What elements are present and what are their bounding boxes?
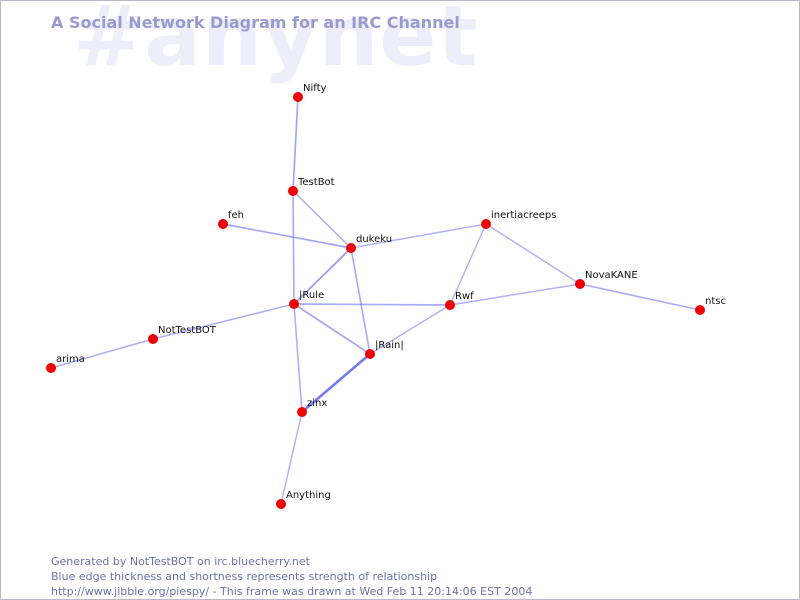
node-dot[interactable] xyxy=(276,499,286,509)
node-feh[interactable]: feh xyxy=(218,210,244,229)
edge-Rwf-Rain xyxy=(369,304,451,355)
edge-IRule-zinx xyxy=(293,303,303,413)
node-NotTestBOT[interactable]: NotTestBOT xyxy=(148,325,217,344)
diagram-title: A Social Network Diagram for an IRC Chan… xyxy=(51,13,460,32)
edge-dukeku-Rain xyxy=(350,247,371,355)
node-label: zinx xyxy=(307,398,327,409)
node-label: Anything xyxy=(286,490,331,501)
edge-inertiacreeps-Rwf xyxy=(449,223,487,306)
node-dukeku[interactable]: dukeku xyxy=(346,234,392,253)
node-label: |Rain| xyxy=(375,340,404,351)
footer: Generated by NotTestBOT on irc.bluecherr… xyxy=(51,554,532,599)
node-dot[interactable] xyxy=(695,305,705,315)
node-NovaKANE[interactable]: NovaKANE xyxy=(575,270,638,289)
edge-IRule-Rwf xyxy=(293,303,451,306)
edge-IRule-NotTestBOT xyxy=(152,303,295,340)
node-label: feh xyxy=(228,210,244,221)
edge-dukeku-IRule xyxy=(293,247,352,305)
node-dot[interactable] xyxy=(481,219,491,229)
footer-legend-line: Blue edge thickness and shortness repres… xyxy=(51,570,438,583)
node-zinx[interactable]: zinx xyxy=(297,398,327,417)
node-Nifty[interactable]: Nifty xyxy=(293,83,327,102)
node-label: arima xyxy=(56,354,85,365)
edge-Nifty-TestBot xyxy=(292,96,299,192)
node-TestBot[interactable]: TestBot xyxy=(288,177,335,196)
node-label: ntsc xyxy=(705,296,726,307)
node-Rain[interactable]: |Rain| xyxy=(365,340,404,359)
node-label: NovaKANE xyxy=(585,270,638,281)
node-dot[interactable] xyxy=(288,186,298,196)
node-label: |Rule xyxy=(299,290,324,301)
node-inertiacreeps[interactable]: inertiacreeps xyxy=(481,210,556,229)
edge-TestBot-IRule xyxy=(292,190,295,305)
node-dot[interactable] xyxy=(148,334,158,344)
node-label: TestBot xyxy=(297,177,335,188)
node-dot[interactable] xyxy=(365,349,375,359)
node-dot[interactable] xyxy=(289,299,299,309)
node-Anything[interactable]: Anything xyxy=(276,490,331,509)
node-arima[interactable]: arima xyxy=(46,354,85,373)
node-IRule[interactable]: |Rule xyxy=(289,290,324,309)
footer-generated-line: Generated by NotTestBOT on irc.bluecherr… xyxy=(51,555,310,568)
node-dot[interactable] xyxy=(218,219,228,229)
node-label: Nifty xyxy=(303,83,327,94)
edge-layer xyxy=(50,96,701,505)
node-dot[interactable] xyxy=(346,243,356,253)
node-dot[interactable] xyxy=(293,92,303,102)
footer-url-line: http://www.jibble.org/piespy/ - This fra… xyxy=(51,585,533,598)
node-label: NotTestBOT xyxy=(158,325,217,336)
edge-NotTestBOT-arima xyxy=(50,338,154,369)
node-label: inertiacreeps xyxy=(491,210,556,221)
edge-IRule-Rain xyxy=(293,303,371,355)
edge-TestBot-dukeku xyxy=(292,190,352,249)
node-label: dukeku xyxy=(356,234,392,245)
node-dot[interactable] xyxy=(575,279,585,289)
node-Rwf[interactable]: Rwf xyxy=(445,291,474,310)
channel-watermark: #anynet xyxy=(73,0,479,85)
edge-Rain-zinx xyxy=(300,352,372,414)
edge-inertiacreeps-NovaKANE xyxy=(485,223,581,285)
node-dot[interactable] xyxy=(297,407,307,417)
edge-feh-dukeku xyxy=(222,223,352,249)
node-label: Rwf xyxy=(455,291,474,302)
node-dot[interactable] xyxy=(46,363,56,373)
edge-zinx-Anything xyxy=(280,411,303,505)
edge-dukeku-inertiacreeps xyxy=(350,223,487,249)
node-ntsc[interactable]: ntsc xyxy=(695,296,726,315)
edge-NovaKANE-Rwf xyxy=(449,283,581,306)
node-dot[interactable] xyxy=(445,300,455,310)
edge-NovaKANE-ntsc xyxy=(579,283,701,311)
